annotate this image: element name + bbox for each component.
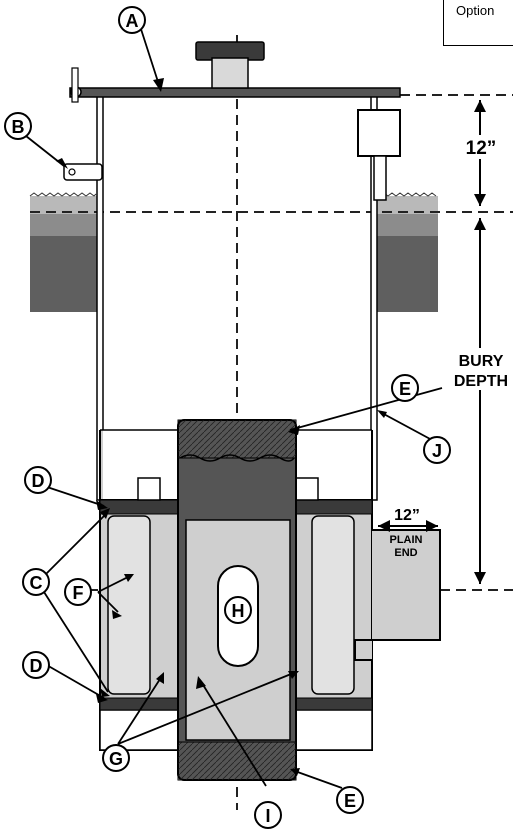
- bury-label-line2: DEPTH: [454, 373, 508, 390]
- callout-E-top: E: [391, 374, 419, 402]
- callout-H: H: [224, 596, 252, 624]
- svg-text:F: F: [73, 583, 84, 603]
- leader-arrowheads: [56, 78, 387, 776]
- seal-plates: [99, 477, 373, 711]
- option-text: Option: [456, 3, 495, 18]
- svg-text:D: D: [32, 471, 45, 491]
- top-assembly: [63, 41, 401, 201]
- bury-label-line1: BURY: [459, 353, 504, 370]
- callout-D-bottom: D: [22, 651, 50, 679]
- plain-end-dimension: 12”: [394, 507, 420, 524]
- callout-A: A: [118, 6, 146, 34]
- bury-dim-bg: [446, 348, 513, 390]
- plain-label-line1: PLAIN: [390, 534, 423, 546]
- svg-text:E: E: [344, 791, 356, 811]
- dimension-arrows: [378, 100, 486, 584]
- callout-C: C: [22, 568, 50, 596]
- callout-B: B: [4, 112, 32, 140]
- callout-G: G: [102, 744, 130, 772]
- svg-text:A: A: [126, 11, 139, 31]
- svg-text:E: E: [399, 379, 411, 399]
- svg-text:H: H: [232, 601, 245, 621]
- svg-text:C: C: [30, 573, 43, 593]
- svg-text:B: B: [12, 117, 25, 137]
- callout-E-bottom: E: [336, 786, 364, 814]
- callout-J: J: [423, 436, 451, 464]
- svg-text:G: G: [109, 749, 123, 769]
- soil-band: [29, 192, 438, 312]
- svg-text:D: D: [30, 656, 43, 676]
- callout-I: I: [254, 801, 282, 829]
- option-box: Option: [443, 0, 513, 46]
- top-dim-bg: [458, 135, 504, 159]
- svg-text:J: J: [432, 441, 442, 461]
- callout-F: F: [64, 578, 92, 606]
- plain-label-line2: END: [394, 547, 417, 559]
- svg-text:I: I: [265, 806, 270, 826]
- callout-D-top: D: [24, 466, 52, 494]
- top-dimension-label: 12”: [466, 138, 497, 159]
